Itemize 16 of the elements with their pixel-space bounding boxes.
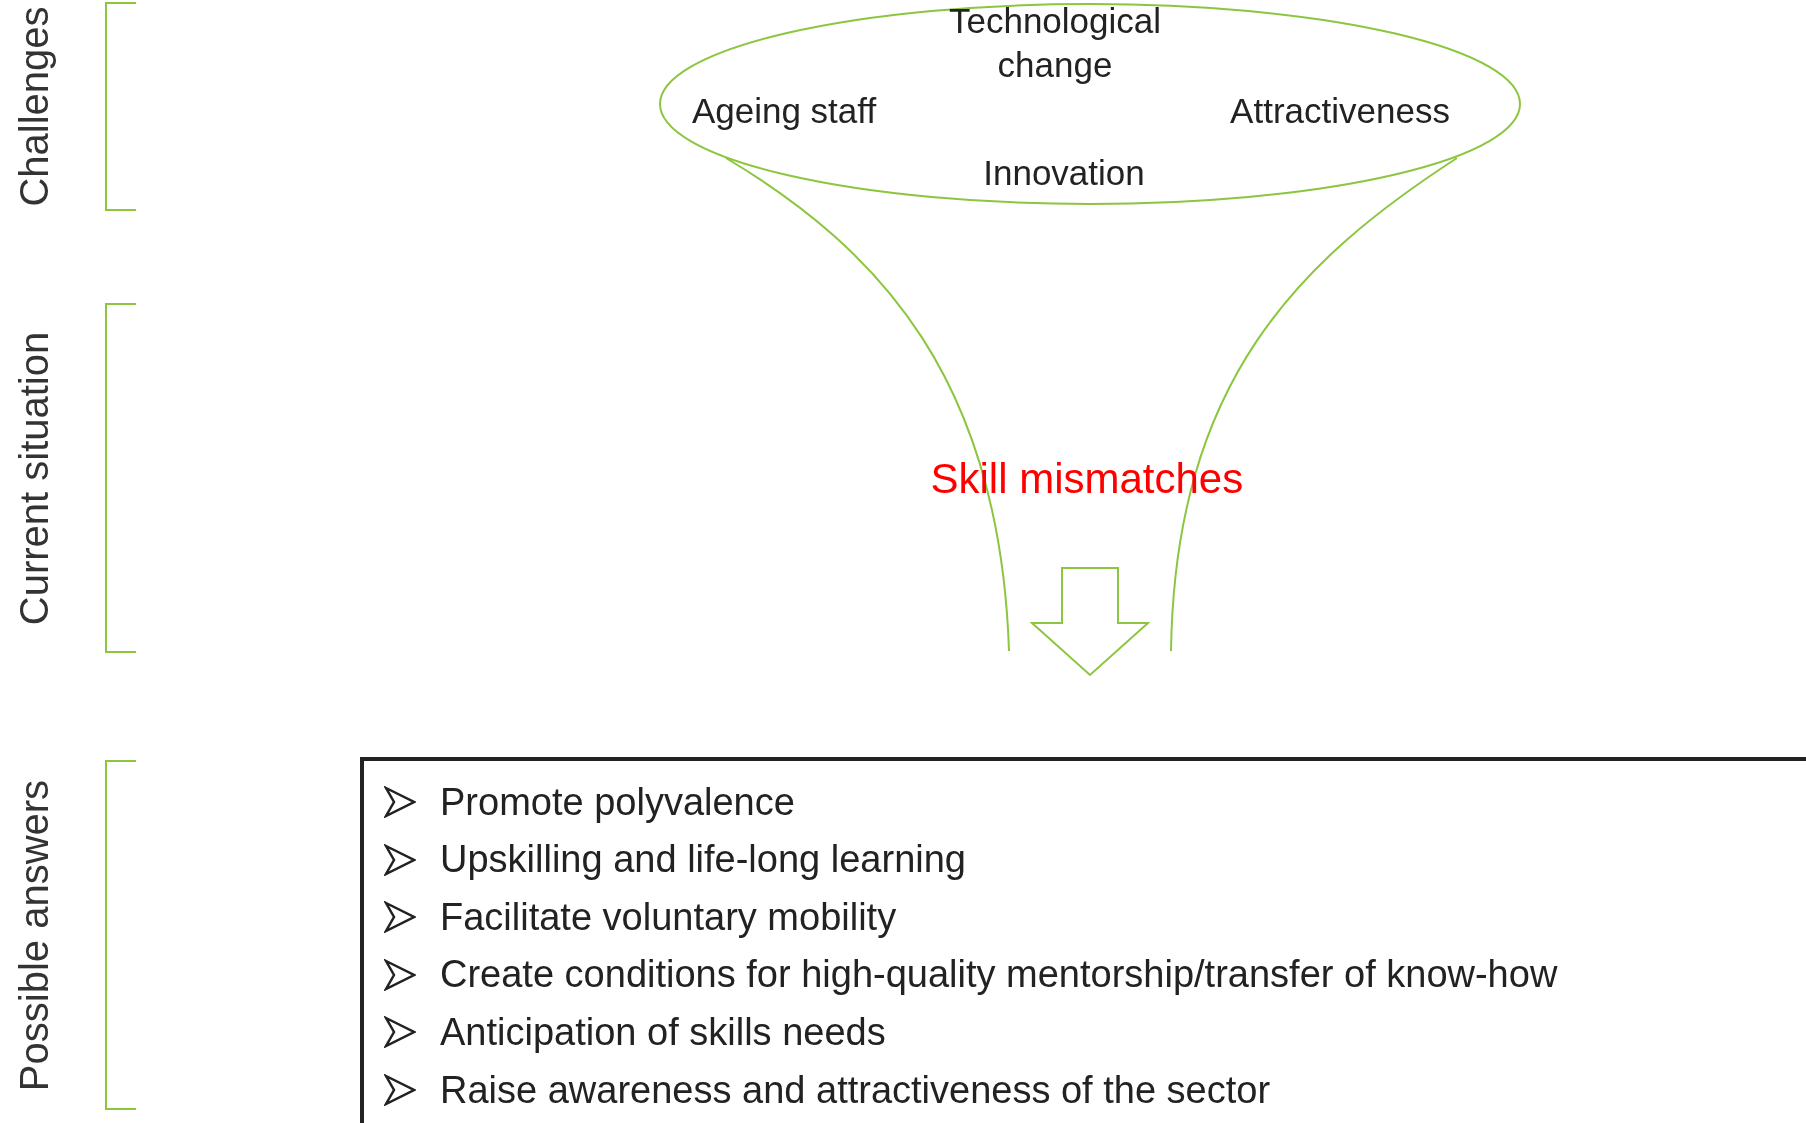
answer-item: Promote polyvalence xyxy=(440,780,795,824)
block-arrow xyxy=(1029,567,1151,677)
section-label: Possible answers xyxy=(11,779,57,1091)
challenge-text: Technological change xyxy=(947,0,1163,86)
answer-item: Upskilling and life-long learning xyxy=(440,838,966,882)
answer-item: Facilitate voluntary mobility xyxy=(440,895,897,939)
answer-item: Raise awareness and attractiveness of the sector xyxy=(440,1068,1271,1112)
answer-item: Anticipation of skills needs xyxy=(440,1010,886,1054)
section-label: Current situation xyxy=(11,331,57,625)
answers-box xyxy=(360,757,1806,1123)
section-label: Challenges xyxy=(11,5,57,207)
challenge-text: Ageing staff xyxy=(690,90,878,132)
challenge-ellipse xyxy=(659,3,1521,205)
challenge-text: Attractiveness xyxy=(1229,90,1451,132)
challenge-text: Innovation xyxy=(982,152,1146,194)
answer-item: Create conditions for high-quality mentorship/transfer of know-how xyxy=(440,953,1558,997)
